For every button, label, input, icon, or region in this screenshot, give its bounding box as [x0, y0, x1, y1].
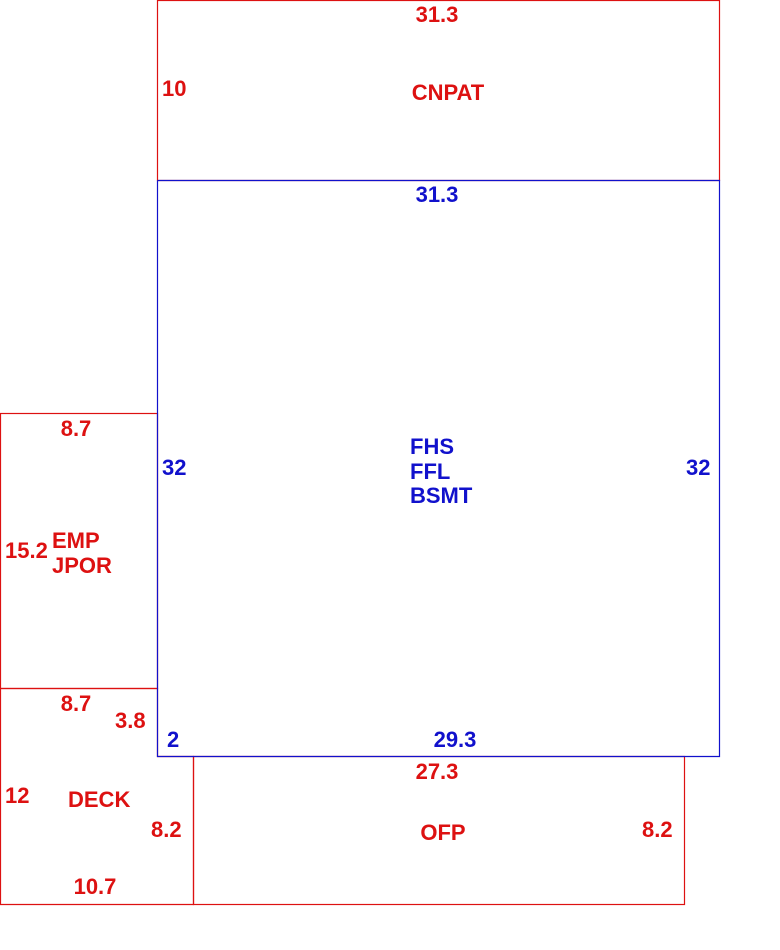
- ofp-label: OFP: [420, 820, 465, 845]
- area-deck: 8.7 3.8 12 DECK 8.2 10.7: [0, 687, 195, 906]
- emp-jpor-label-line1: EMP: [52, 528, 100, 553]
- cnpat-top-dimension: 31.3: [416, 2, 459, 27]
- ofp-top-dimension: 27.3: [416, 759, 459, 784]
- area-ofp: 27.3 OFP 8.2: [192, 755, 686, 906]
- main-house-outline: [156, 179, 721, 758]
- deck-label: DECK: [68, 787, 130, 812]
- main-top-dimension: 31.3: [416, 182, 459, 207]
- deck-lower-right-dimension: 8.2: [151, 817, 182, 842]
- cnpat-left-dimension: 10: [162, 76, 186, 101]
- main-bottom-dimension: 29.3: [434, 727, 477, 752]
- area-emp-jpor: 8.7 15.2 EMP JPOR: [0, 412, 159, 690]
- main-bottom-left-dimension: 2: [167, 727, 179, 752]
- main-label-line3: BSMT: [410, 483, 473, 508]
- emp-jpor-left-dimension: 15.2: [5, 538, 48, 563]
- deck-top-dimension: 8.7: [61, 691, 92, 716]
- ofp-right-dimension: 8.2: [642, 817, 673, 842]
- deck-upper-right-dimension: 3.8: [115, 708, 146, 733]
- deck-bottom-dimension: 10.7: [74, 874, 117, 899]
- main-left-dimension: 32: [162, 455, 186, 480]
- main-right-dimension: 32: [686, 455, 710, 480]
- emp-jpor-label-line2: JPOR: [52, 553, 112, 578]
- main-label-line1: FHS: [410, 434, 454, 459]
- main-label-line2: FFL: [410, 459, 450, 484]
- deck-left-dimension: 12: [5, 783, 29, 808]
- cnpat-label: CNPAT: [412, 80, 485, 105]
- area-cnpat: 31.3 10 CNPAT: [156, 0, 721, 182]
- emp-jpor-top-dimension: 8.7: [61, 416, 92, 441]
- area-main-house: 31.3 32 32 FHS FFL BSMT 2 29.3: [156, 179, 721, 758]
